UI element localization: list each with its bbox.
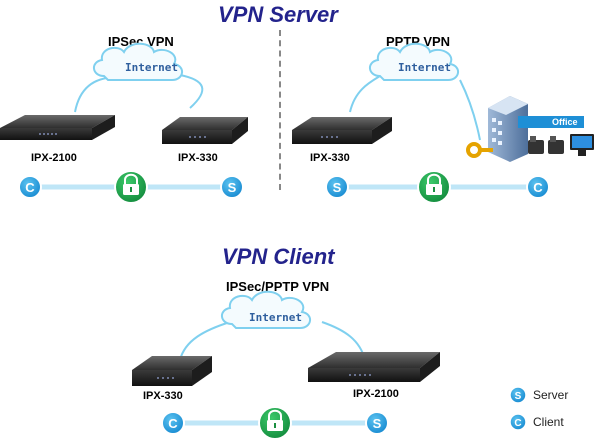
client-client-badge: C	[161, 411, 185, 435]
client-internet-cloud: Internet	[221, 290, 311, 329]
svg-text:C: C	[514, 418, 521, 429]
ipsec-pptp-vpn-heading: IPSec/PPTP VPN	[226, 279, 330, 294]
ipsec-cloud-label: Internet	[125, 61, 178, 74]
section-divider	[279, 30, 281, 190]
legend-client-label: Client	[533, 415, 564, 429]
svg-text:S: S	[228, 180, 237, 195]
vpn-client-title: VPN Client	[222, 244, 335, 269]
ipsec-vpn-heading: IPSec VPN	[108, 34, 174, 49]
svg-text:C: C	[25, 180, 35, 195]
legend-client-badge: C	[509, 413, 527, 431]
ipx-330-device	[162, 117, 248, 144]
office-label: Office	[518, 116, 584, 128]
vpn-server-title: VPN Server	[218, 2, 338, 27]
client-ipx-2100-device	[308, 352, 440, 382]
pptp-server-badge: S	[325, 175, 349, 199]
pptp-lock-icon	[417, 170, 451, 204]
pptp-cloud-label: Internet	[398, 61, 451, 74]
computer-monitor-icon	[570, 134, 594, 156]
desk-phone-icon	[528, 136, 564, 154]
client-server-badge: S	[365, 411, 389, 435]
ipx-2100-device	[0, 115, 115, 140]
client-lock-icon	[258, 406, 292, 440]
pptp-internet-cloud: Internet	[369, 42, 459, 81]
office-building-icon	[488, 96, 528, 162]
pptp-ipx-330-device	[292, 117, 392, 144]
ipsec-client-badge: C	[18, 175, 42, 199]
client-cloud-label: Internet	[249, 311, 302, 324]
svg-text:C: C	[533, 180, 543, 195]
svg-text:S: S	[373, 416, 382, 431]
svg-text:S: S	[333, 180, 342, 195]
legend-server-badge: S	[509, 386, 527, 404]
key-icon	[466, 142, 493, 158]
ipsec-server-badge: S	[220, 175, 244, 199]
client-ipx-330-device	[132, 356, 212, 386]
pptp-connection-arcs	[349, 75, 481, 141]
client-ipx-330-label: IPX-330	[143, 390, 183, 402]
ipsec-lock-icon	[114, 170, 148, 204]
pptp-ipx-330-label: IPX-330	[310, 152, 350, 164]
ipsec-ipx-330-label: IPX-330	[178, 152, 218, 164]
svg-text:S: S	[515, 391, 522, 402]
client-ipx-2100-label: IPX-2100	[353, 388, 399, 400]
legend-server-label: Server	[533, 388, 569, 402]
ipsec-internet-cloud: Internet	[93, 42, 183, 81]
pptp-client-badge: C	[526, 175, 550, 199]
svg-text:C: C	[168, 416, 178, 431]
pptp-vpn-heading: PPTP VPN	[386, 34, 451, 49]
ipsec-ipx-2100-label: IPX-2100	[31, 152, 77, 164]
